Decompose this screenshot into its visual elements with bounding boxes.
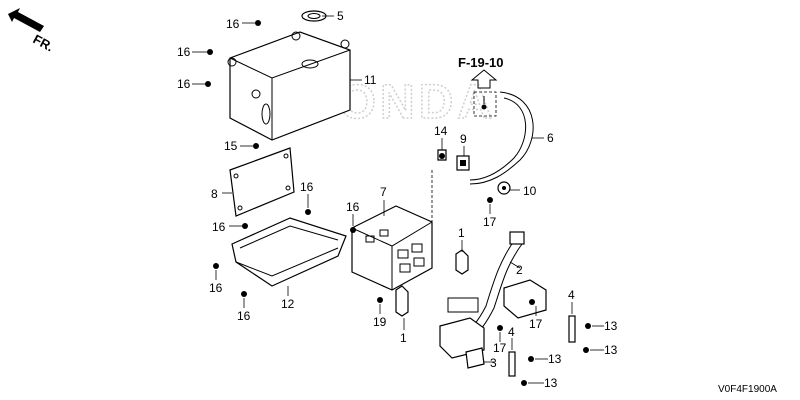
part-1-bracket-upper — [455, 249, 469, 275]
part-1-bracket-lower — [395, 285, 409, 317]
callout-16: 16 — [209, 281, 223, 295]
callout-4: 4 — [508, 325, 515, 339]
part-2-wiring-harness — [439, 231, 547, 359]
callout-16: 16 — [237, 309, 251, 323]
callout-3: 3 — [490, 356, 497, 370]
callout-17: 17 — [483, 215, 497, 229]
callout-4: 4 — [568, 288, 575, 302]
part-8-plate — [229, 147, 295, 217]
leader-lines — [192, 15, 604, 384]
callout-17: 17 — [493, 341, 507, 355]
callout-16: 16 — [346, 200, 360, 214]
callout-2: 2 — [516, 263, 523, 277]
callout-16: 16 — [226, 17, 240, 31]
callout-10: 10 — [523, 184, 537, 198]
reference-label: F-19-10 — [458, 55, 504, 70]
part-11-cover — [227, 31, 351, 141]
callout-15: 15 — [224, 139, 238, 153]
callout-17: 17 — [529, 317, 543, 331]
front-direction-label: FR. — [31, 31, 57, 54]
part-6-harness — [469, 91, 534, 195]
part-4-spacer-right — [568, 315, 576, 343]
callout-13: 13 — [544, 376, 558, 390]
callout-16: 16 — [300, 180, 314, 194]
part-3-connector — [465, 347, 485, 369]
callout-16: 16 — [212, 220, 226, 234]
callout-16: 16 — [177, 45, 191, 59]
part-7-controller — [351, 205, 433, 291]
callout-9: 9 — [460, 132, 467, 146]
callout-1: 1 — [458, 226, 465, 240]
callout-7: 7 — [380, 185, 387, 199]
callout-13: 13 — [604, 319, 618, 333]
part-4-spacer-center — [508, 351, 516, 377]
figure-code: V0F4F1900A — [718, 384, 777, 395]
part-5-grommet — [301, 10, 327, 22]
callout-11: 11 — [364, 73, 377, 87]
part-9-clip — [456, 155, 470, 171]
callout-13: 13 — [548, 352, 562, 366]
callout-13: 13 — [604, 343, 618, 357]
part-14-bolt — [437, 149, 447, 161]
callout-5: 5 — [337, 9, 344, 23]
callout-12: 12 — [281, 297, 295, 311]
callout-1: 1 — [400, 331, 407, 345]
front-direction-arrow-icon — [8, 8, 44, 32]
part-12-tray — [231, 217, 347, 287]
reference-arrow-icon — [470, 69, 498, 117]
callout-6: 6 — [547, 131, 554, 145]
callout-14: 14 — [434, 124, 448, 138]
fastener-bolt-icon — [205, 20, 591, 386]
callout-16: 16 — [177, 77, 191, 91]
callout-8: 8 — [211, 187, 218, 201]
callout-19: 19 — [373, 315, 387, 329]
